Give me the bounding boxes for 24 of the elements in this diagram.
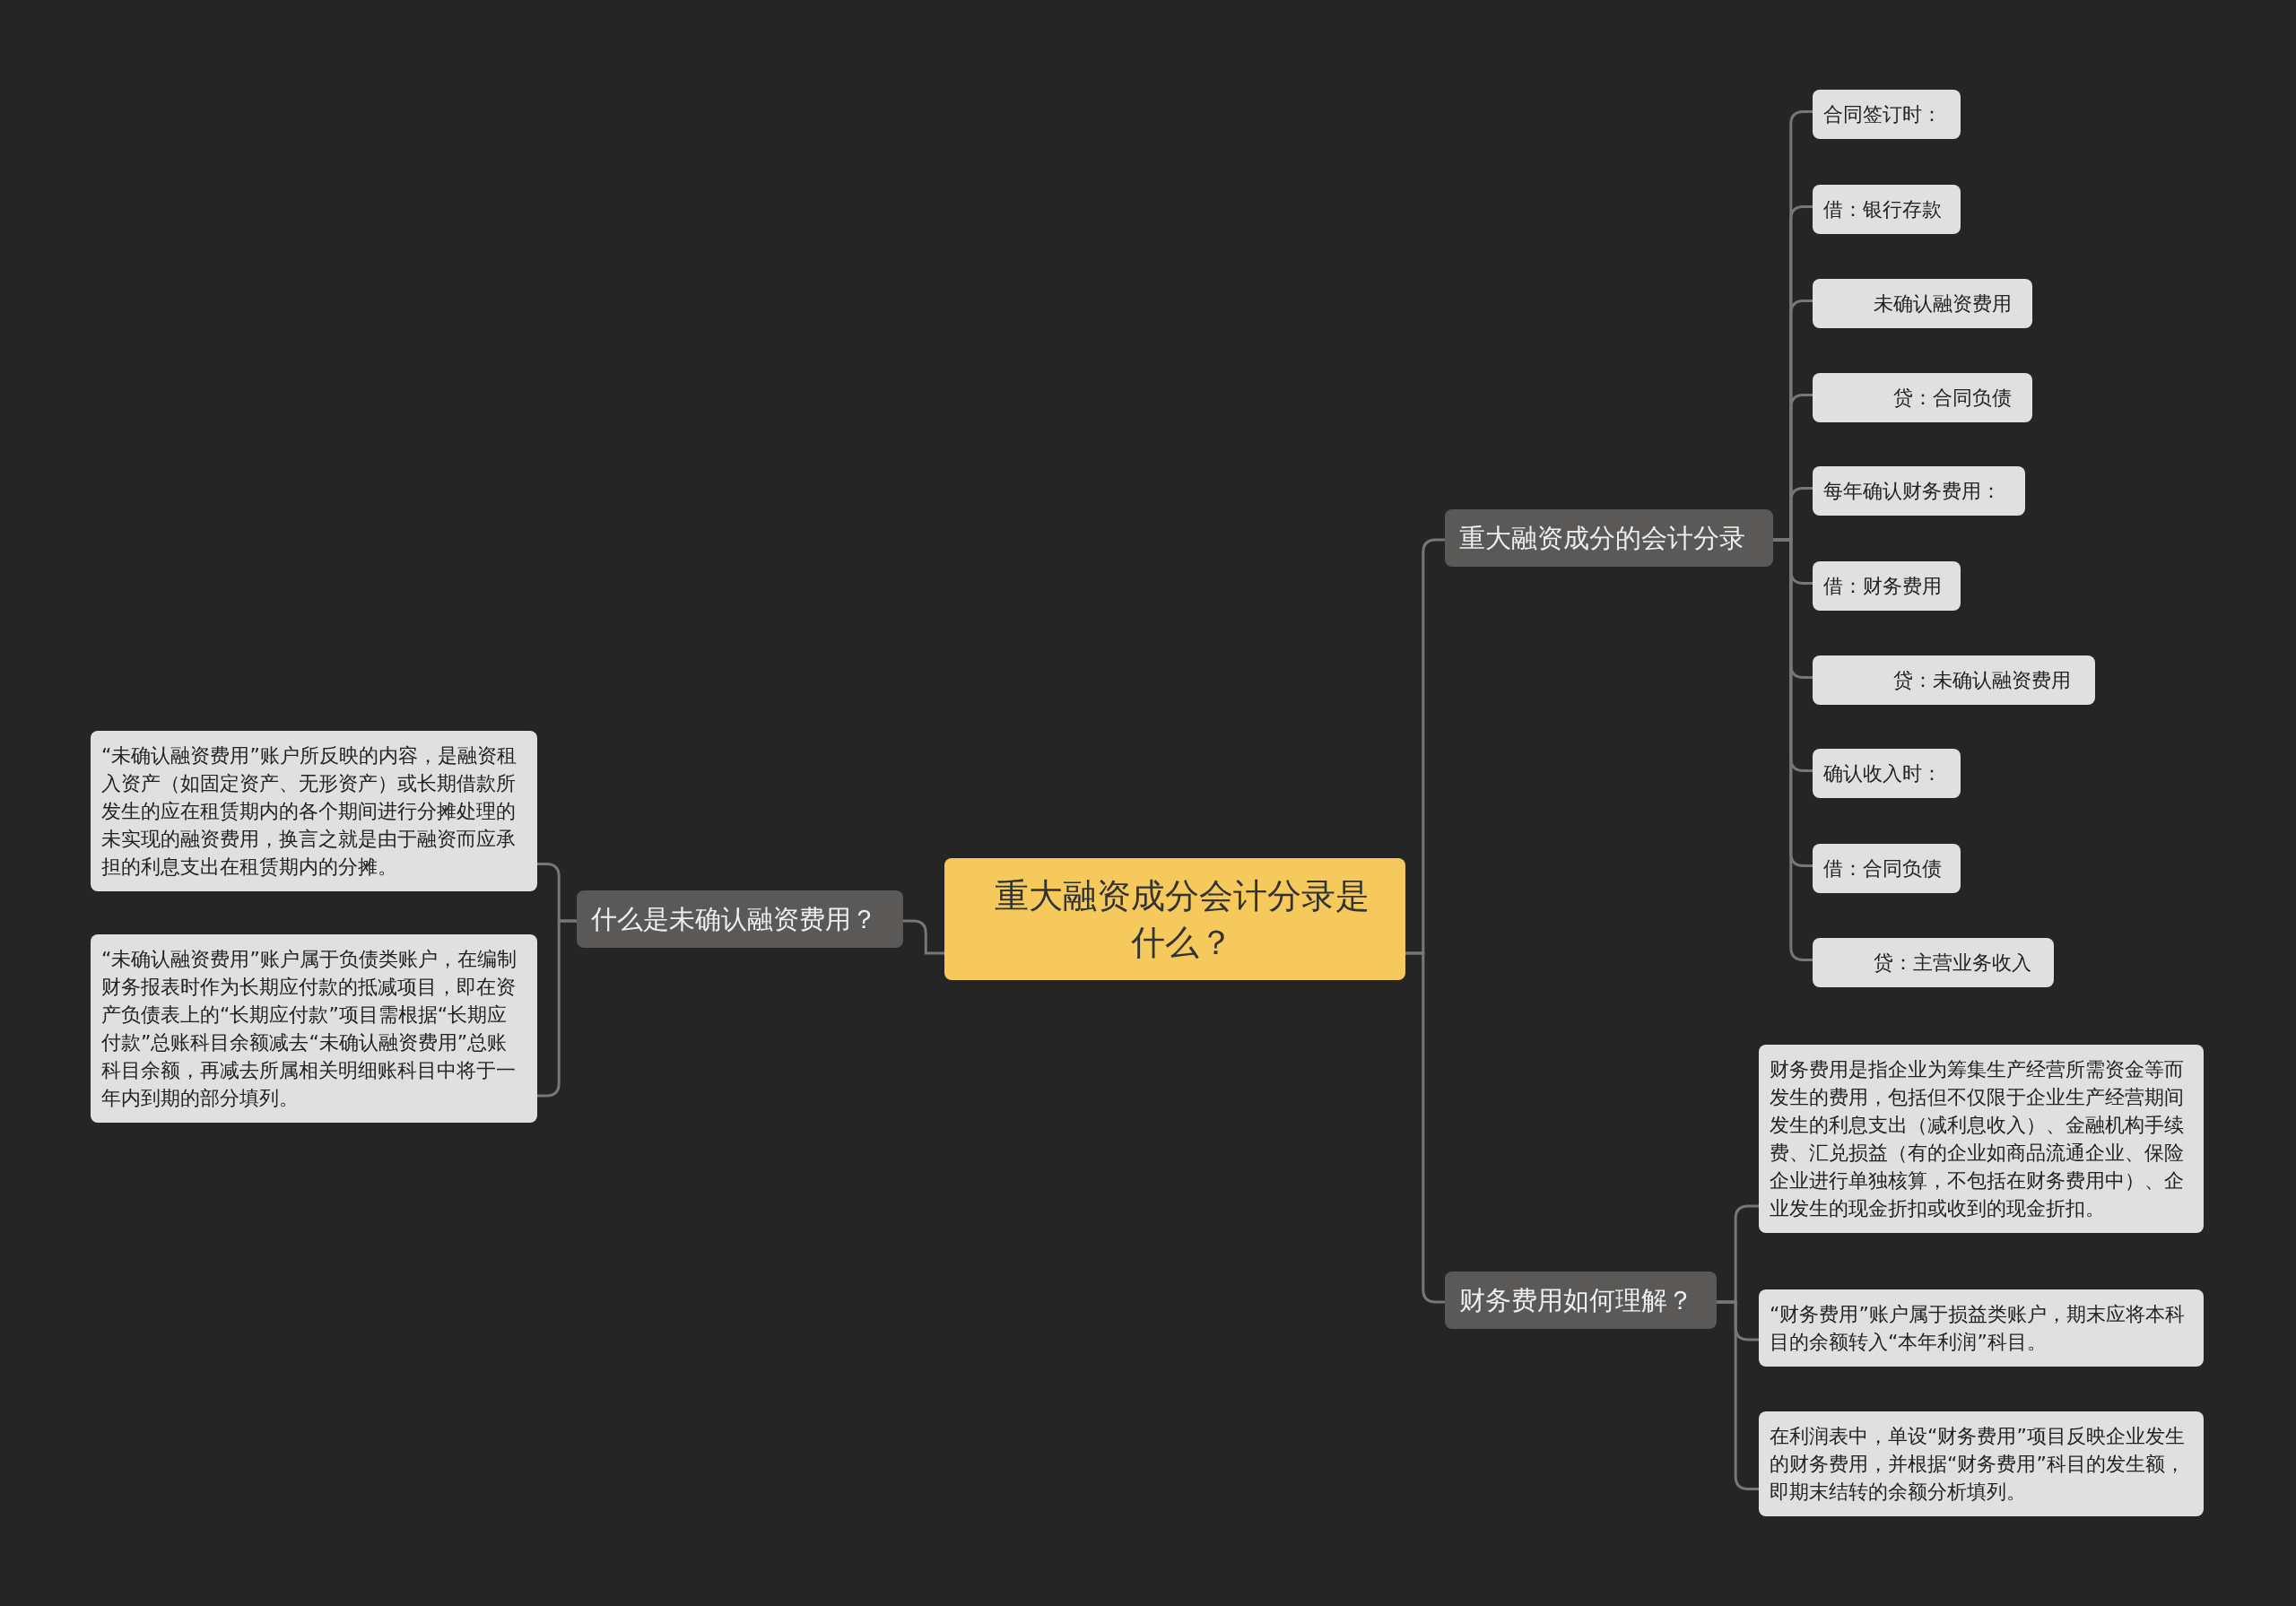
leaf-box: 贷：合同负债 [1813, 372, 2032, 422]
leaf-box: 贷：主营业务收入 [1813, 937, 2054, 987]
leaf-box: 借：银行存款 [1813, 184, 1961, 234]
leaf-box: 在利润表中，单设“财务费用”项目反映企业发生的财务费用，并根据“财务费用”科目的发生额，即期末结转的余额分析填列。 [1759, 1411, 2204, 1516]
leaf-box: 借：财务费用 [1813, 560, 1961, 611]
leaf-box: 贷：未确认融资费用 [1813, 655, 2095, 705]
topic-box: 重大融资成分会计分录是什么？ [944, 858, 1405, 980]
connector-line [1773, 538, 1813, 961]
branch-box: 重大融资成分的会计分录 [1445, 509, 1773, 567]
leaf-box: 财务费用是指企业为筹集生产经营所需资金等而发生的费用，包括但不仅限于企业生产经营期间发生的利息支出（减利息收入）、金融机构手续费、汇兑损益（有的企业如商品流通企业、保险企业进行单独核算，不包括在财务费用中）、企业发生的现金折扣或收到的现金折扣。 [1759, 1045, 2204, 1233]
connector-line [1717, 1300, 1759, 1490]
connector-line [537, 919, 577, 1098]
connector-line [1405, 951, 1445, 1304]
leaf-box: “未确认融资费用”账户所反映的内容，是融资租入资产（如固定资产、无形资产）或长期借款所发生的应在租赁期内的各个期间进行分摊处理的未实现的融资费用，换言之就是由于融资而应承担的利息支出在租赁期内的分摊。 [91, 730, 537, 891]
branch-box: 什么是未确认融资费用？ [577, 890, 903, 948]
leaf-box: 每年确认财务费用： [1813, 465, 2025, 516]
leaf-box: 未确认融资费用 [1813, 278, 2032, 328]
connector-line [903, 919, 944, 955]
leaf-box: “未确认融资费用”账户属于负债类账户，在编制财务报表时作为长期应付款的抵减项目，即在资产负债表上的“长期应付款”项目需根据“长期应付款”总账科目余额减去“未确认融资费用”总账科目余额，再减去所属相关明细账科目中将于一年内到期的部分填列。 [91, 934, 537, 1123]
leaf-box: 合同签订时： [1813, 89, 1961, 139]
branch-box: 财务费用如何理解？ [1445, 1272, 1717, 1329]
leaf-box: “财务费用”账户属于损益类账户，期末应将本科目的余额转入“本年利润”科目。 [1759, 1289, 2204, 1367]
leaf-box: 确认收入时： [1813, 748, 1961, 798]
leaf-box: 借：合同负债 [1813, 843, 1961, 893]
